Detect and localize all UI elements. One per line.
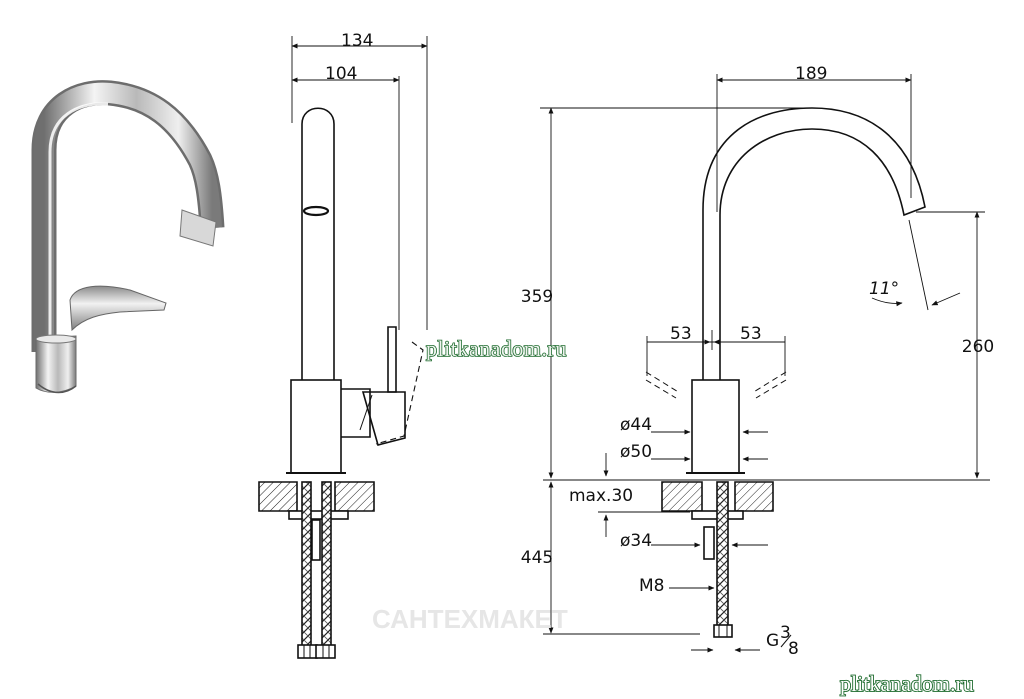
- svg-text:G: G: [766, 631, 779, 651]
- width-189-label: 189: [795, 64, 827, 84]
- height-260-label: 260: [962, 337, 994, 357]
- angle-11-label: 11°: [869, 279, 899, 299]
- diameter-44-label: ø44: [620, 415, 652, 435]
- height-359-label: 359: [521, 287, 553, 307]
- faint-logo-watermark: САНТЕХМАКЕТ: [372, 604, 568, 634]
- diameter-50-label: ø50: [620, 442, 652, 462]
- width-104-label: 104: [325, 64, 357, 84]
- spacing-53-left-label: 53: [670, 324, 692, 344]
- thread-g38-label: G 3 8: [766, 623, 799, 659]
- max-30-label: max.30: [569, 486, 633, 506]
- thread-m8-label: M8: [639, 576, 664, 596]
- side-view: [258, 36, 428, 659]
- corner-watermark: plitkanadom.ru: [840, 671, 974, 696]
- svg-text:3: 3: [780, 623, 791, 643]
- front-view: [540, 74, 990, 653]
- height-445-label: 445: [521, 548, 553, 568]
- spacing-53-right-label: 53: [740, 324, 762, 344]
- width-134-label: 134: [341, 31, 373, 51]
- diameter-34-label: ø34: [620, 531, 652, 551]
- center-watermark: plitkanadom.ru: [426, 336, 567, 361]
- svg-text:8: 8: [788, 639, 799, 659]
- faucet-photo: [31, 80, 225, 394]
